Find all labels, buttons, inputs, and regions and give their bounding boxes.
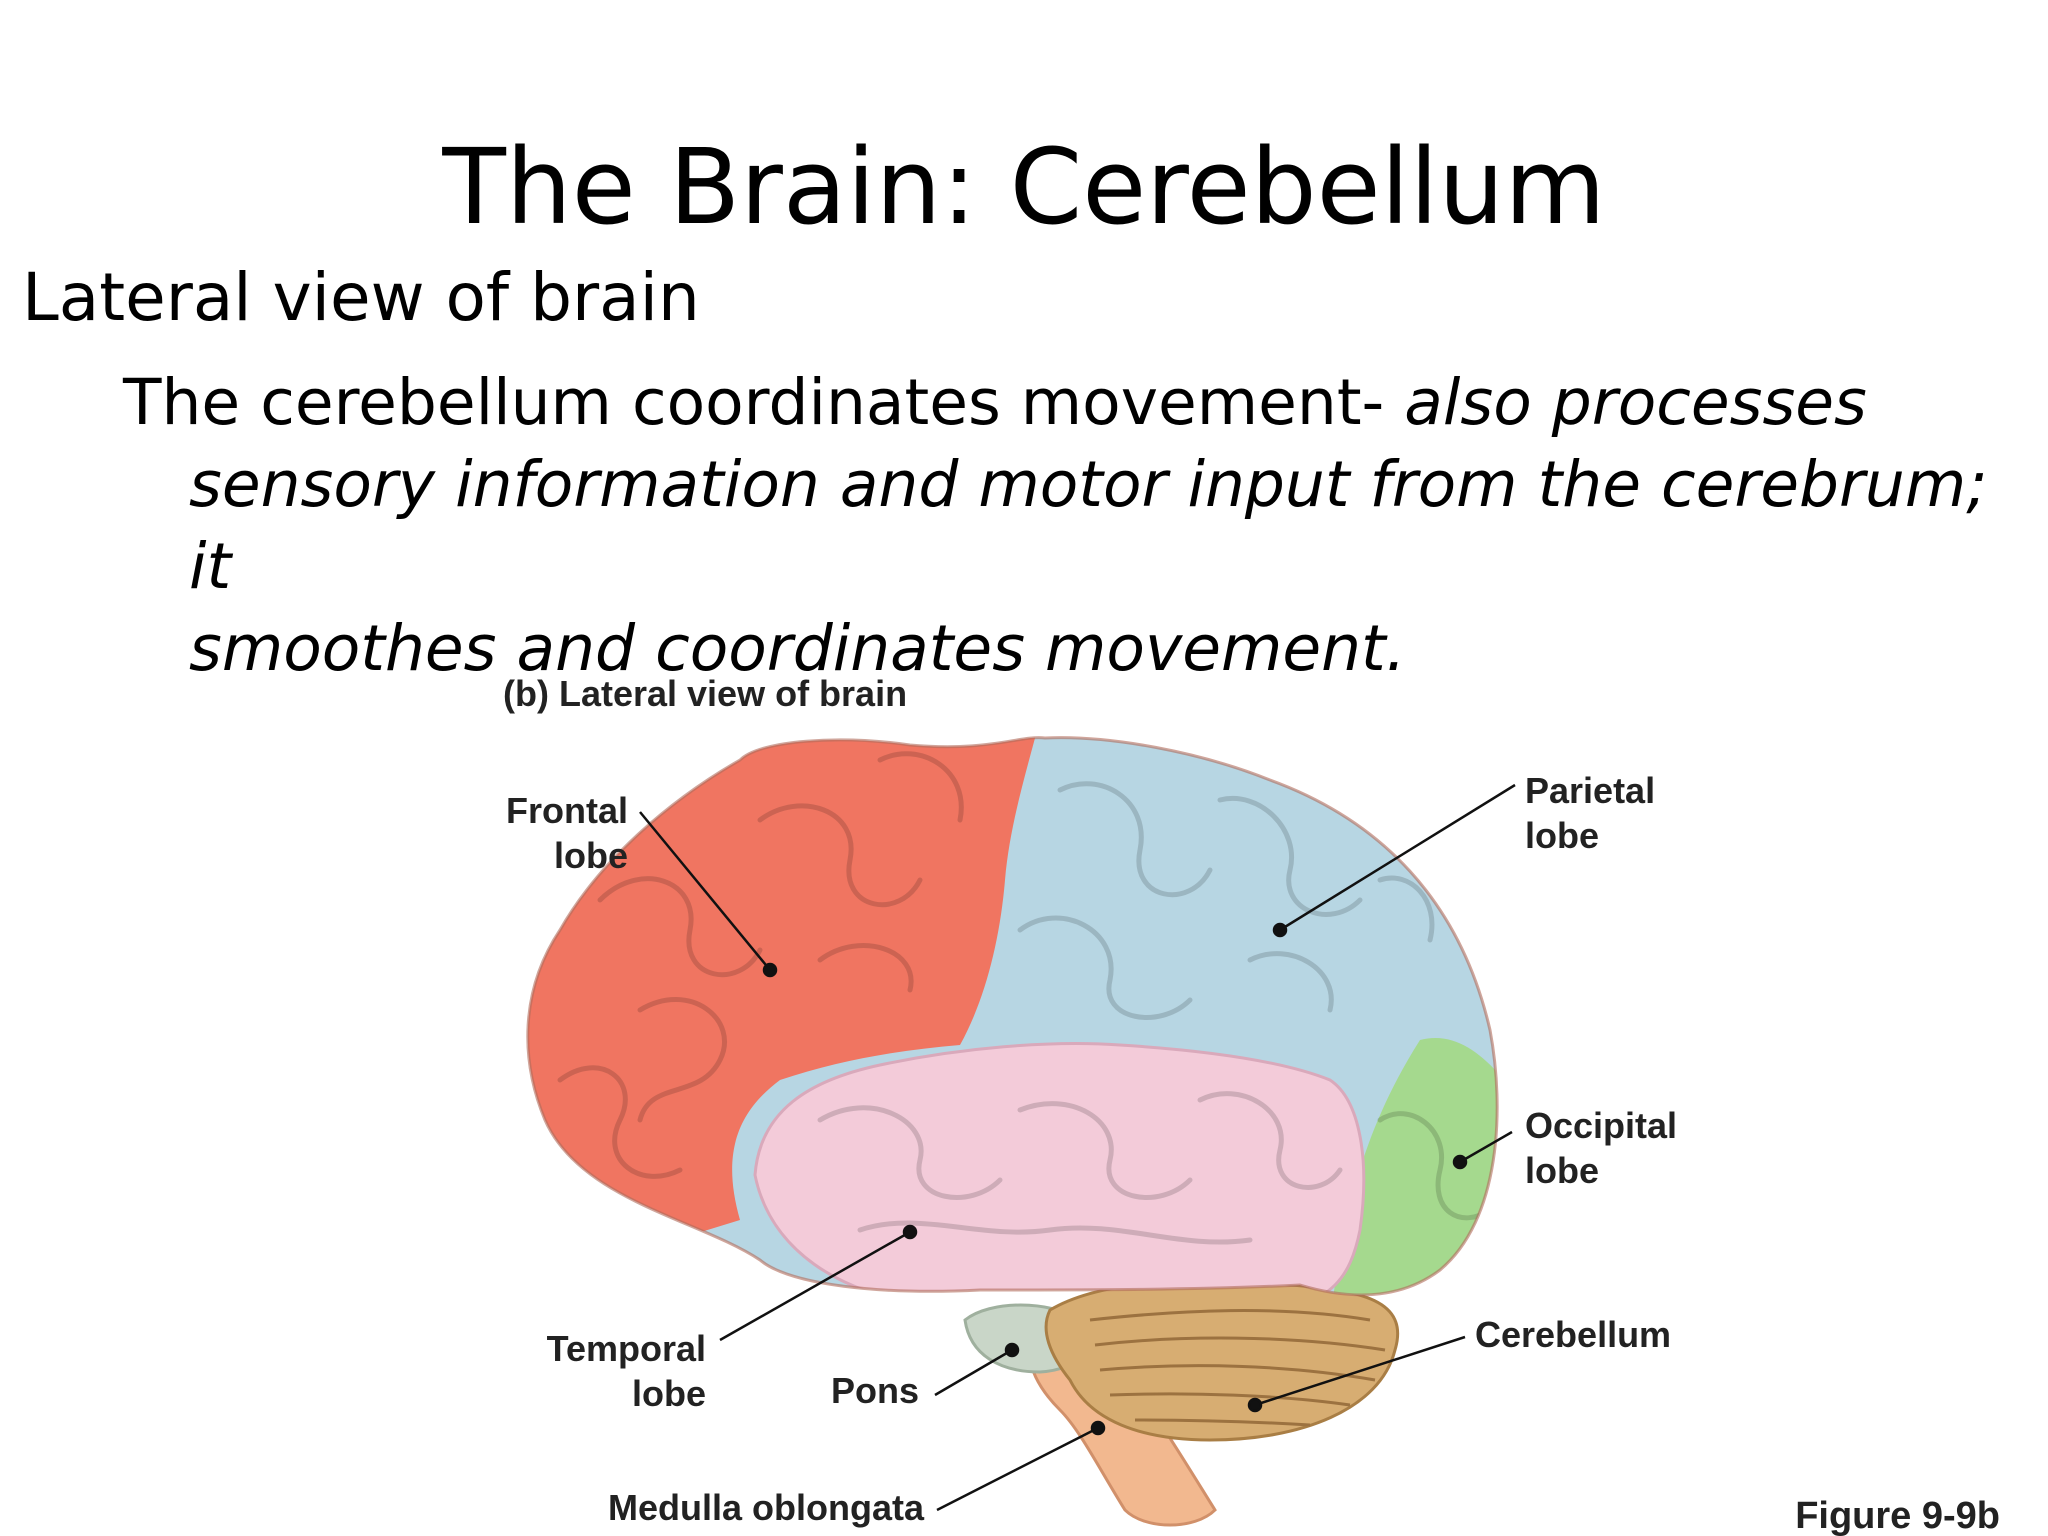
cerebellum-folia (1089, 1309, 1386, 1427)
bullet-text-normal: The cerebellum coordinates movement- (123, 366, 1405, 439)
label-parietal-1: Parietal (1525, 770, 1655, 811)
label-parietal-2: lobe (1525, 815, 1599, 856)
slide-title: The Brain: Cerebellum (442, 126, 1606, 248)
bullet-text-italic-3: smoothes and coordinates movement. (189, 612, 1406, 685)
cerebrum (527, 737, 1498, 1295)
label-pons: Pons (831, 1370, 919, 1411)
brain-outline (526, 736, 1499, 1297)
label-temporal-1: Temporal (547, 1328, 706, 1369)
leader-lines (639, 783, 1516, 1512)
bullet-text-italic-1: also processes (1404, 366, 1867, 439)
label-occipital-1: Occipital (1525, 1105, 1677, 1146)
figure-number: Figure 9-9b (1795, 1495, 2000, 1536)
label-cerebellum: Cerebellum (1475, 1314, 1671, 1355)
gyri-pattern (557, 751, 1493, 1245)
label-temporal-2: lobe (632, 1373, 706, 1414)
bullet-level-1: Lateral view of brain (22, 259, 700, 336)
label-frontal-1: Frontal (506, 790, 628, 831)
bullet-level-2: The cerebellum coordinates movement- als… (123, 362, 2013, 690)
label-frontal-2: lobe (554, 835, 628, 876)
label-occipital-2: lobe (1525, 1150, 1599, 1191)
bullet-text-italic-2: sensory information and motor input from… (189, 448, 1988, 603)
temporal-region (753, 1042, 1366, 1295)
figure-caption: (b) Lateral view of brain (503, 673, 907, 714)
label-medulla: Medulla oblongata (608, 1487, 925, 1528)
